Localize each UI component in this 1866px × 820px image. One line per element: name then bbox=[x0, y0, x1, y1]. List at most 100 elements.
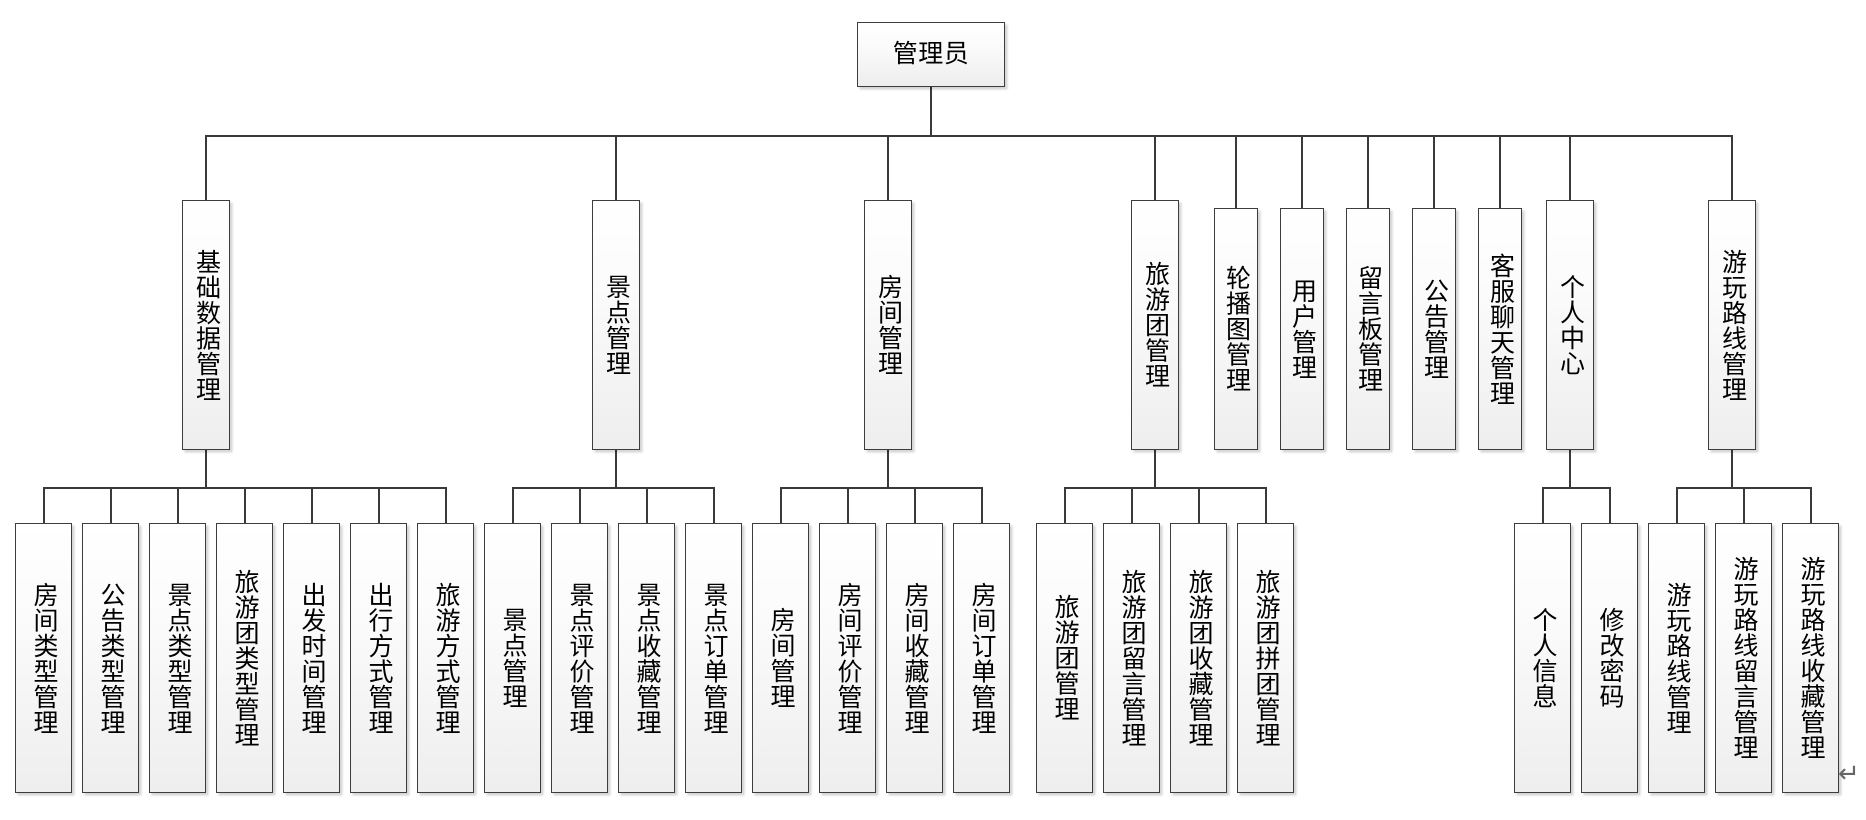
connector-child-stem-17 bbox=[1198, 487, 1200, 524]
node-level3-label-0: 房间类型管理 bbox=[30, 581, 58, 735]
node-level2-label-5: 用户管理 bbox=[1288, 278, 1317, 380]
node-level3-attraction-review-management[interactable]: 景点评价管理 bbox=[551, 523, 608, 793]
node-root-label: 管理员 bbox=[892, 39, 970, 68]
connector-child-stem-19 bbox=[1542, 487, 1544, 524]
node-level3-attraction-order-management[interactable]: 景点订单管理 bbox=[685, 523, 742, 793]
connector-child-stem-0 bbox=[43, 487, 45, 524]
connector-stem-level2-8 bbox=[1499, 135, 1501, 209]
node-level2-announcement-management[interactable]: 公告管理 bbox=[1412, 208, 1456, 450]
node-level3-label-20: 修改密码 bbox=[1596, 607, 1624, 709]
node-level2-tour-group-management[interactable]: 旅游团管理 bbox=[1131, 200, 1179, 450]
node-level3-label-19: 个人信息 bbox=[1529, 607, 1557, 709]
connector-child-stem-10 bbox=[713, 487, 715, 524]
node-level3-label-1: 公告类型管理 bbox=[97, 581, 125, 735]
connector-drop-group-10 bbox=[1731, 450, 1733, 488]
node-level3-label-8: 景点评价管理 bbox=[566, 581, 594, 735]
node-level2-label-3: 旅游团管理 bbox=[1141, 261, 1170, 389]
node-level2-message-board-management[interactable]: 留言板管理 bbox=[1346, 208, 1390, 450]
node-level3-label-14: 房间订单管理 bbox=[968, 581, 996, 735]
node-level2-label-8: 客服聊天管理 bbox=[1486, 252, 1515, 406]
connector-child-stem-7 bbox=[512, 487, 514, 524]
connector-bar-group-2 bbox=[780, 487, 983, 490]
node-level2-customer-service-chat-management[interactable]: 客服聊天管理 bbox=[1478, 208, 1522, 450]
node-level3-room-type-management[interactable]: 房间类型管理 bbox=[15, 523, 72, 793]
node-level3-personal-info[interactable]: 个人信息 bbox=[1514, 523, 1571, 793]
node-level3-room-review-management[interactable]: 房间评价管理 bbox=[819, 523, 876, 793]
node-level3-tourism-mode-management[interactable]: 旅游方式管理 bbox=[417, 523, 474, 793]
connector-drop-group-1 bbox=[615, 450, 617, 488]
node-level2-basic-data-management[interactable]: 基础数据管理 bbox=[182, 200, 230, 450]
connector-bar-group-1 bbox=[512, 487, 715, 490]
node-level3-play-route-management[interactable]: 游玩路线管理 bbox=[1648, 523, 1705, 793]
node-level3-label-11: 房间管理 bbox=[767, 607, 795, 709]
node-level3-label-18: 旅游团拼团管理 bbox=[1252, 568, 1280, 748]
connector-root-stem bbox=[930, 87, 932, 136]
node-level3-attraction-favorite-management[interactable]: 景点收藏管理 bbox=[618, 523, 675, 793]
connector-stem-level2-0 bbox=[205, 135, 207, 201]
node-level3-play-route-message-management[interactable]: 游玩路线留言管理 bbox=[1715, 523, 1772, 793]
connector-child-stem-11 bbox=[780, 487, 782, 524]
node-level3-label-21: 游玩路线管理 bbox=[1663, 581, 1691, 735]
connector-child-stem-20 bbox=[1609, 487, 1611, 524]
connector-child-stem-5 bbox=[378, 487, 380, 524]
paragraph-return-icon: ↵ bbox=[1838, 758, 1860, 788]
node-level2-label-7: 公告管理 bbox=[1420, 278, 1449, 380]
connector-drop-group-2 bbox=[887, 450, 889, 488]
connector-child-stem-12 bbox=[847, 487, 849, 524]
node-level2-label-10: 游玩路线管理 bbox=[1718, 248, 1747, 402]
connector-child-stem-4 bbox=[311, 487, 313, 524]
node-level3-play-route-favorite-management[interactable]: 游玩路线收藏管理 bbox=[1782, 523, 1839, 793]
connector-child-stem-21 bbox=[1676, 487, 1678, 524]
connector-child-stem-15 bbox=[1064, 487, 1066, 524]
node-level3-label-13: 房间收藏管理 bbox=[901, 581, 929, 735]
node-level2-label-0: 基础数据管理 bbox=[192, 248, 221, 402]
connector-stem-level2-6 bbox=[1367, 135, 1369, 209]
node-level2-play-route-management[interactable]: 游玩路线管理 bbox=[1708, 200, 1756, 450]
connector-drop-group-0 bbox=[205, 450, 207, 488]
node-level2-label-2: 房间管理 bbox=[874, 274, 903, 376]
node-level2-room-management[interactable]: 房间管理 bbox=[864, 200, 912, 450]
node-level2-label-4: 轮播图管理 bbox=[1222, 265, 1251, 393]
node-level3-label-3: 旅游团类型管理 bbox=[231, 568, 259, 748]
node-level3-label-23: 游玩路线收藏管理 bbox=[1797, 556, 1825, 760]
connector-stem-level2-7 bbox=[1433, 135, 1435, 209]
node-level2-carousel-management[interactable]: 轮播图管理 bbox=[1214, 208, 1258, 450]
node-level3-tour-group-favorite-management[interactable]: 旅游团收藏管理 bbox=[1170, 523, 1227, 793]
node-level3-tour-group-management[interactable]: 旅游团管理 bbox=[1036, 523, 1093, 793]
connector-child-stem-13 bbox=[914, 487, 916, 524]
connector-stem-level2-1 bbox=[615, 135, 617, 201]
node-root-administrator[interactable]: 管理员 bbox=[857, 22, 1005, 87]
node-level3-travel-mode-management[interactable]: 出行方式管理 bbox=[350, 523, 407, 793]
node-level2-label-9: 个人中心 bbox=[1556, 274, 1585, 376]
node-level3-departure-time-management[interactable]: 出发时间管理 bbox=[283, 523, 340, 793]
node-level3-room-management[interactable]: 房间管理 bbox=[752, 523, 809, 793]
node-level3-tour-group-teamup-management[interactable]: 旅游团拼团管理 bbox=[1237, 523, 1294, 793]
connector-child-stem-18 bbox=[1265, 487, 1267, 524]
node-level3-label-15: 旅游团管理 bbox=[1051, 594, 1079, 722]
node-level3-tour-group-message-management[interactable]: 旅游团留言管理 bbox=[1103, 523, 1160, 793]
node-level3-announcement-type-management[interactable]: 公告类型管理 bbox=[82, 523, 139, 793]
connector-child-stem-23 bbox=[1810, 487, 1812, 524]
connector-stem-level2-10 bbox=[1731, 135, 1733, 201]
node-level3-label-22: 游玩路线留言管理 bbox=[1730, 556, 1758, 760]
node-level3-tour-group-type-management[interactable]: 旅游团类型管理 bbox=[216, 523, 273, 793]
node-level3-label-16: 旅游团留言管理 bbox=[1118, 568, 1146, 748]
node-level2-user-management[interactable]: 用户管理 bbox=[1280, 208, 1324, 450]
node-level3-label-6: 旅游方式管理 bbox=[432, 581, 460, 735]
node-level2-attraction-management[interactable]: 景点管理 bbox=[592, 200, 640, 450]
node-level2-label-1: 景点管理 bbox=[602, 274, 631, 376]
node-level3-attraction-type-management[interactable]: 景点类型管理 bbox=[149, 523, 206, 793]
node-level3-change-password[interactable]: 修改密码 bbox=[1581, 523, 1638, 793]
node-level3-label-5: 出行方式管理 bbox=[365, 581, 393, 735]
node-level3-attraction-management[interactable]: 景点管理 bbox=[484, 523, 541, 793]
node-level3-room-favorite-management[interactable]: 房间收藏管理 bbox=[886, 523, 943, 793]
node-level3-label-7: 景点管理 bbox=[499, 607, 527, 709]
connector-child-stem-2 bbox=[177, 487, 179, 524]
connector-stem-level2-4 bbox=[1235, 135, 1237, 209]
node-level3-room-order-management[interactable]: 房间订单管理 bbox=[953, 523, 1010, 793]
node-level2-personal-center[interactable]: 个人中心 bbox=[1546, 200, 1594, 450]
connector-child-stem-9 bbox=[646, 487, 648, 524]
connector-child-stem-6 bbox=[445, 487, 447, 524]
connector-bar-group-3 bbox=[1064, 487, 1267, 490]
